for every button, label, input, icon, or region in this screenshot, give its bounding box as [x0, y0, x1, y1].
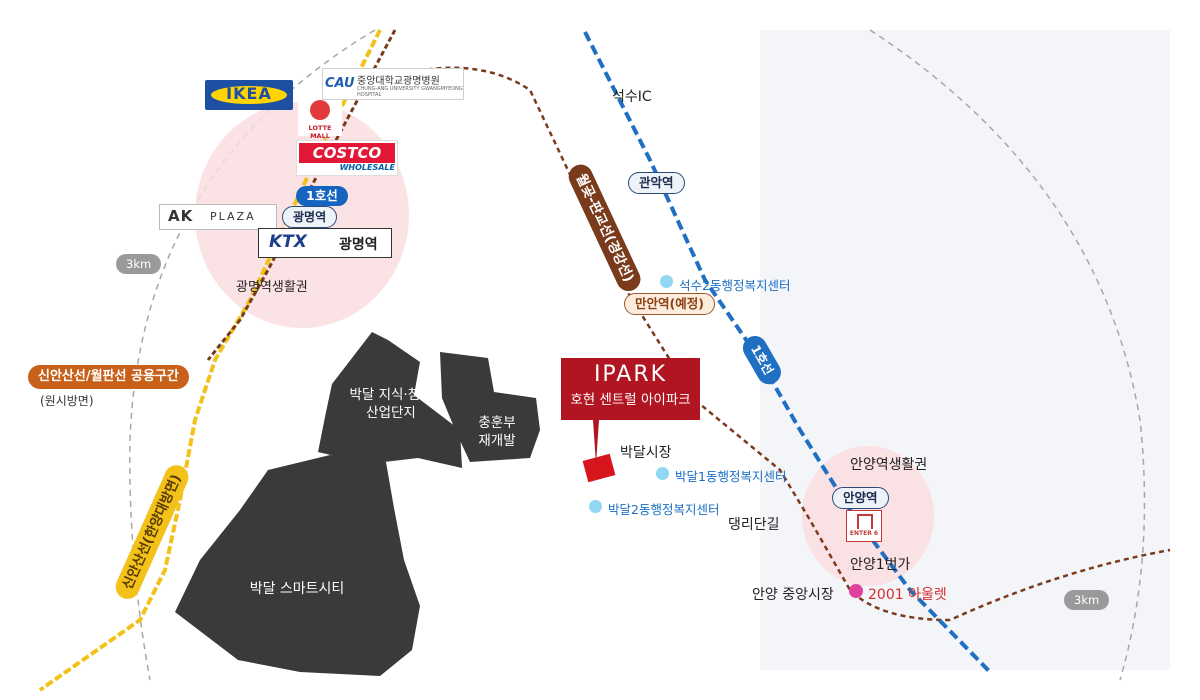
- ipark-callout[interactable]: IPARK 호현 센트럴 아이파크: [561, 358, 700, 420]
- distance-ring-right: [869, 29, 1146, 681]
- seoksu-ic-label: 석수IC: [612, 89, 652, 105]
- cau-hospital-logo: CAU 중앙대학교광명병원 CHUNG-ANG UNIVERSITY GWANG…: [322, 68, 464, 100]
- outlet-marker[interactable]: [849, 584, 863, 598]
- shared-line-sublabel: (원시방면): [40, 394, 94, 408]
- ak-plaza-logo: AK PLAZA: [159, 204, 277, 230]
- knowledge-complex-shape: [318, 332, 462, 468]
- enter6-logo: ENTER 6: [846, 510, 882, 542]
- line1-badge: 1호선: [296, 186, 348, 206]
- outlet-label: 2001 아울렛: [868, 587, 947, 603]
- knowledge-complex-label: 박달 지식·첨단 산업단지: [349, 387, 433, 421]
- lottemall-logo: LOTTE MALL: [298, 100, 342, 140]
- anyang-station-label[interactable]: 안양역: [832, 487, 889, 509]
- ring-label-left: 3km: [116, 254, 162, 274]
- smart-city-shape: [175, 455, 420, 676]
- map-background-right: [760, 30, 1170, 670]
- cau-mark: CAU: [325, 76, 355, 91]
- shared-line-label: 신안산선/월판선 공용구간: [28, 365, 189, 389]
- shared-line: [206, 29, 397, 361]
- bakdal1-center-label: 박달1동행정복지센터: [675, 469, 787, 484]
- smart-city-label: 박달 스마트시티: [249, 581, 345, 597]
- seoksu2-center-label: 석수2동행정복지센터: [679, 278, 791, 293]
- gwangmyeong-station-label[interactable]: 광명역: [282, 206, 338, 228]
- ktx-gwangmyeong-logo: KTX 광명역: [258, 228, 392, 258]
- ipark-project-name: 호현 센트럴 아이파크: [570, 392, 691, 408]
- bakdal2-center-marker[interactable]: [589, 500, 602, 513]
- anyang-market-label: 안양 중앙시장: [752, 587, 834, 603]
- seoksu2-center-marker[interactable]: [660, 275, 673, 288]
- chunghunbu-label: 충훈부 재개발: [478, 415, 516, 449]
- bakdal2-center-label: 박달2동행정복지센터: [608, 502, 720, 517]
- ikea-logo: IKEA: [205, 80, 293, 110]
- ipark-brand: IPARK: [593, 362, 668, 387]
- gwangmyeong-zone-label: 광명역생활권: [236, 280, 308, 295]
- gwanak-station-label[interactable]: 관악역: [628, 172, 685, 194]
- bakdal1-center-marker[interactable]: [656, 467, 669, 480]
- daengni-label: 댕리단길: [728, 517, 780, 533]
- anyang-1beonga-label: 안양1번가: [850, 557, 911, 573]
- anyang-zone-label: 안양역생활권: [850, 457, 928, 473]
- ipark-callout-pointer: [593, 420, 599, 464]
- wolgot-pangyo-line: [374, 66, 1171, 622]
- manan-station-label[interactable]: 만안역(예정): [624, 293, 715, 315]
- costco-logo: COSTCO WHOLESALE: [296, 140, 398, 176]
- chunghunbu-shape: [440, 352, 540, 462]
- ipark-site-marker[interactable]: [582, 453, 616, 483]
- ring-label-right: 3km: [1064, 590, 1110, 610]
- bakdal-market-label: 박달시장: [620, 445, 672, 461]
